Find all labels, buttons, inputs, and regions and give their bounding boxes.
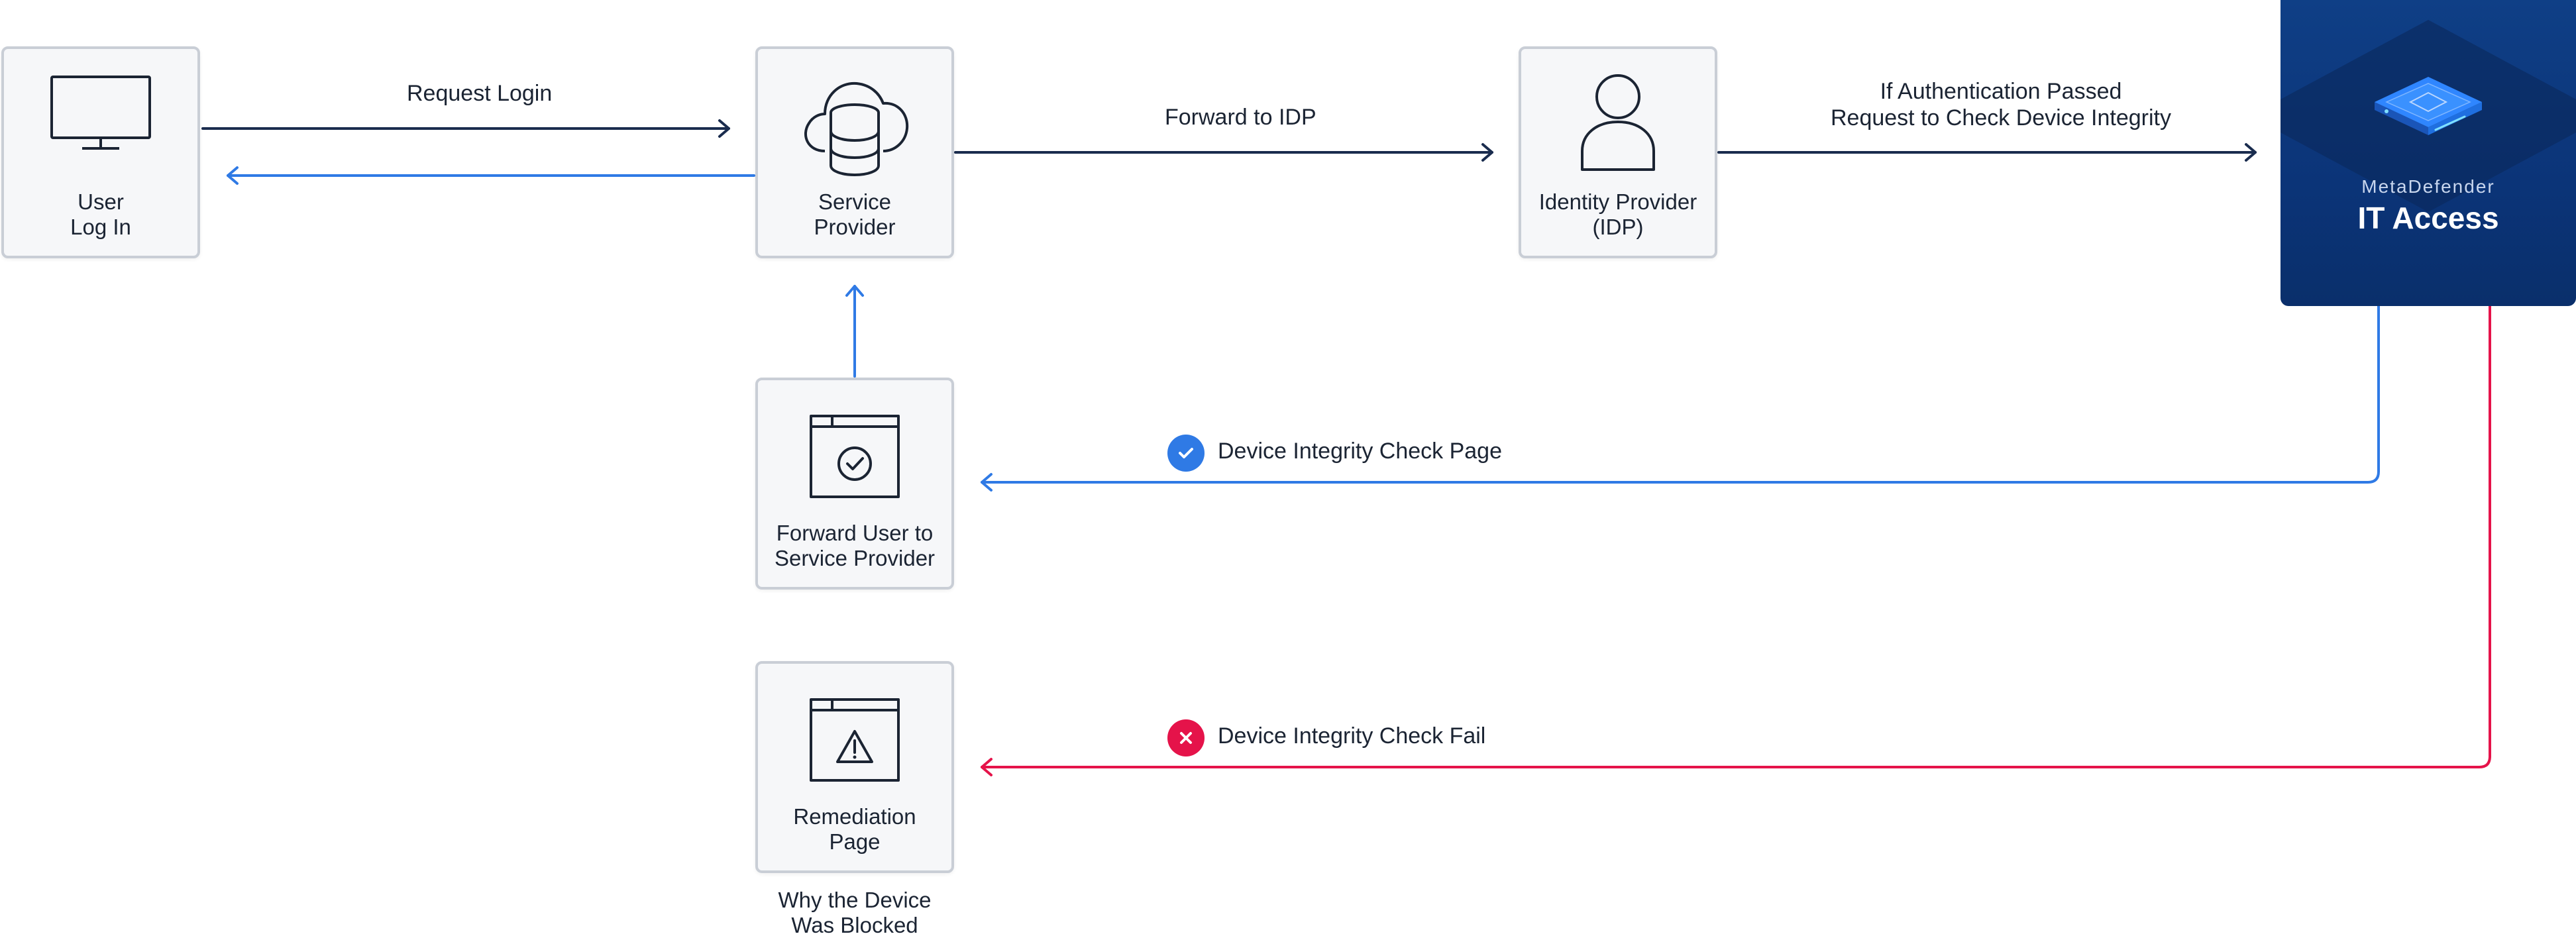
monitor-icon xyxy=(48,73,154,156)
node-service-provider: Service Provider xyxy=(755,46,954,258)
user-icon xyxy=(1578,73,1658,176)
node-user-login: User Log In xyxy=(1,46,200,258)
node-label: User Log In xyxy=(70,189,131,239)
arrow-forward-to-sp xyxy=(845,285,864,378)
node-forward-user: Forward User to Service Provider xyxy=(755,378,954,590)
arrow-check-integrity xyxy=(1717,143,2257,162)
arrow-check-fail xyxy=(981,305,2491,776)
fail-badge-icon xyxy=(1167,719,1205,756)
node-identity-provider: Identity Provider (IDP) xyxy=(1519,46,1717,258)
browser-check-icon xyxy=(808,413,901,503)
arrow-return-to-user xyxy=(227,166,755,185)
background-diamond xyxy=(2281,20,2576,212)
caption-why-blocked: Why the Device Was Blocked xyxy=(778,888,932,937)
node-label: Remediation Page xyxy=(793,804,916,854)
arrow-request-login xyxy=(201,119,730,138)
label-request-login: Request Login xyxy=(407,81,553,106)
label-check-fail: Device Integrity Check Fail xyxy=(1218,723,1486,749)
product-title: IT Access xyxy=(2357,201,2499,235)
node-label: Identity Provider (IDP) xyxy=(1538,189,1697,239)
cloud-database-icon xyxy=(798,70,911,180)
node-remediation-page: Remediation Page xyxy=(755,661,954,873)
label-auth-passed: If Authentication Passed Request to Chec… xyxy=(1830,79,2172,130)
label-forward-to-idp: Forward to IDP xyxy=(1165,105,1316,130)
node-label: Service Provider xyxy=(814,189,896,239)
device-icon xyxy=(2372,64,2485,146)
product-kicker: MetaDefender xyxy=(2361,176,2495,197)
product-metadefender-it-access: MetaDefender IT Access xyxy=(2281,0,2576,306)
browser-warning-icon xyxy=(808,697,901,786)
arrow-forward-to-idp xyxy=(954,143,1493,162)
node-label: Forward User to Service Provider xyxy=(774,521,936,570)
arrow-check-page xyxy=(981,305,2380,492)
label-check-page: Device Integrity Check Page xyxy=(1218,439,1502,464)
check-badge-icon xyxy=(1167,435,1205,472)
